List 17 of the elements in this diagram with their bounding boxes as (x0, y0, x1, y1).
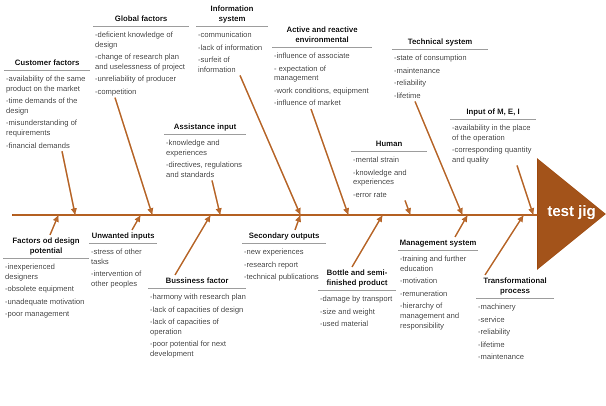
bone-arrow (174, 215, 211, 276)
bone-arrow (294, 215, 302, 230)
bone-arrow (351, 215, 383, 268)
bone-arrow (211, 180, 222, 215)
bone-arrow (414, 101, 463, 215)
head-label: test jig (547, 203, 596, 220)
spine-bar (12, 214, 537, 216)
bone-arrow (404, 200, 412, 215)
bone-arrow (61, 151, 77, 215)
bone-arrow (484, 215, 524, 276)
bone-arrow (114, 97, 154, 215)
bone-arrow (239, 75, 301, 215)
bone-arrow (310, 108, 350, 215)
bone-arrow (131, 215, 141, 230)
bone-arrow (49, 215, 59, 236)
bone-arrow (516, 165, 534, 215)
bone-arrow (454, 215, 468, 238)
